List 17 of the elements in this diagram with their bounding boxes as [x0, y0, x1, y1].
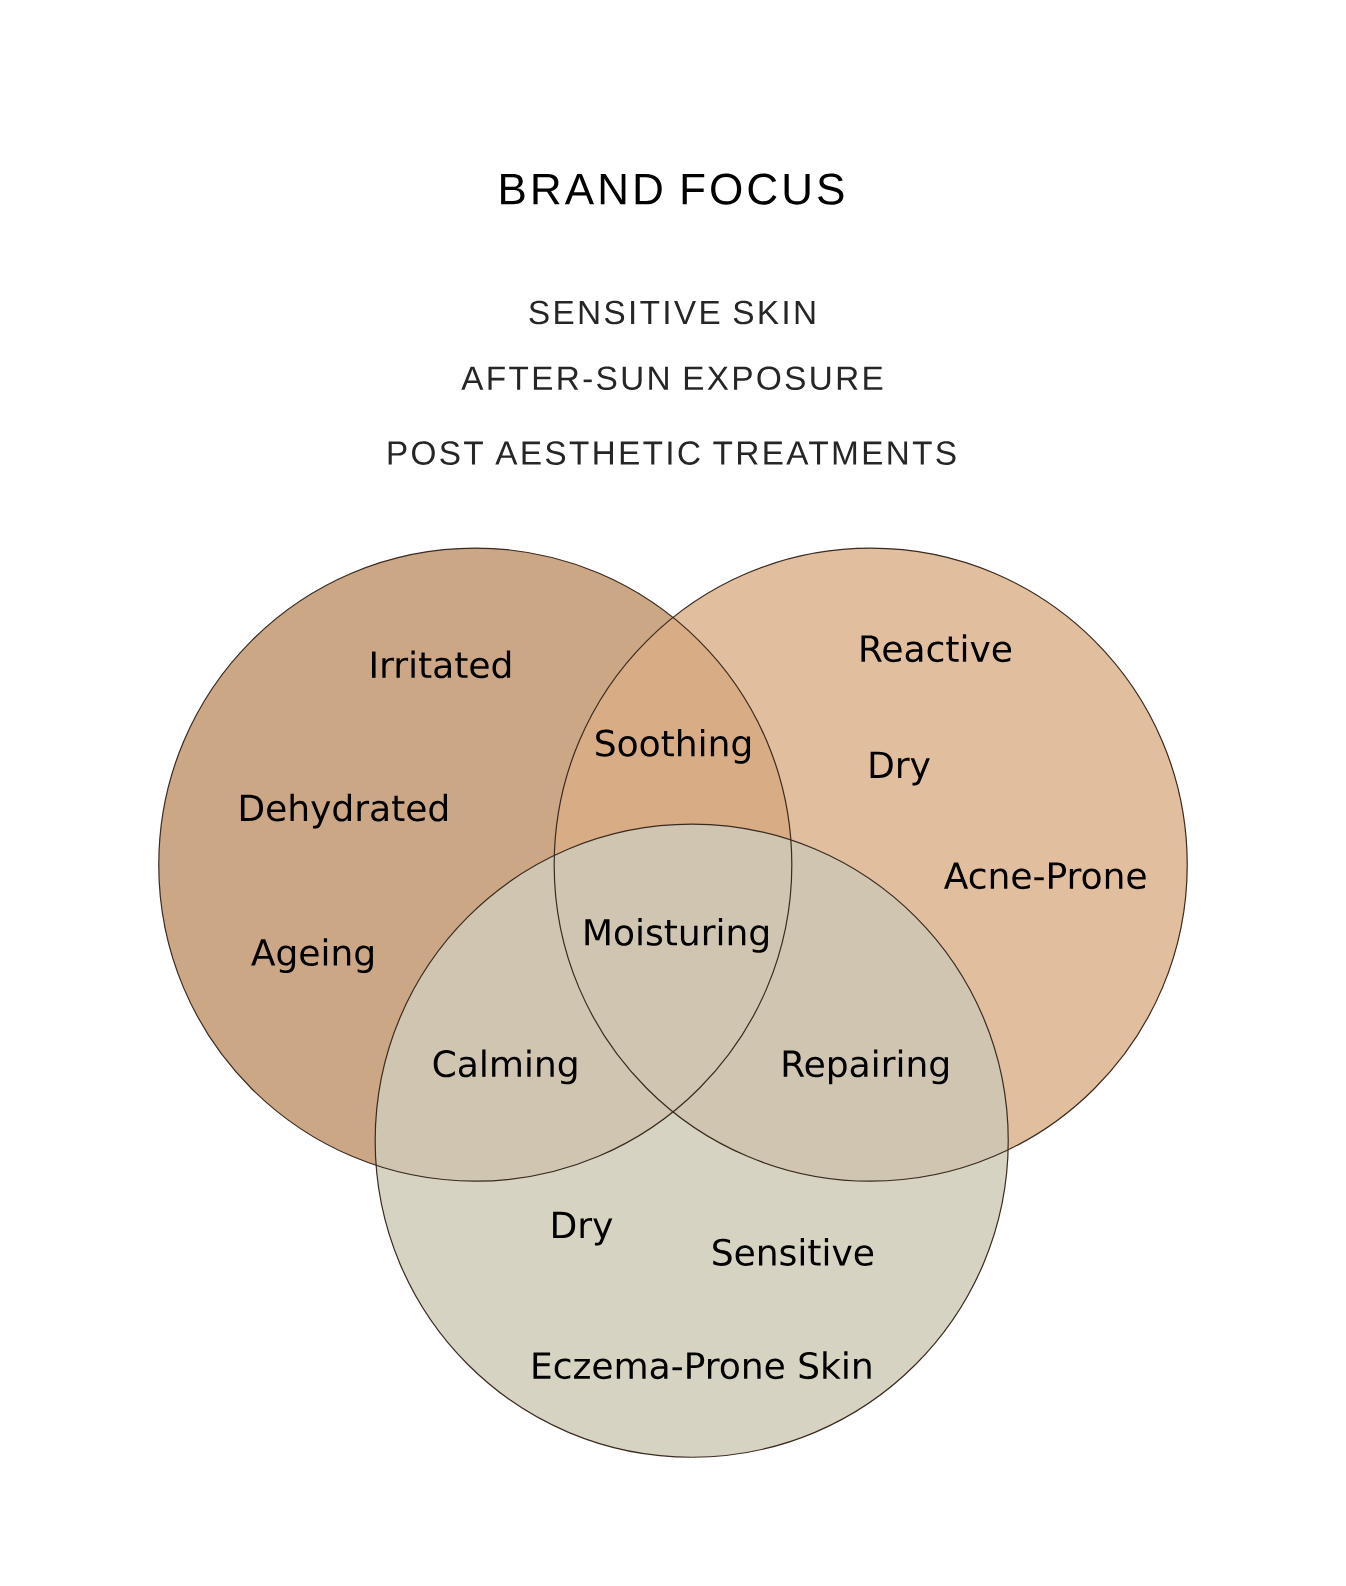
circle-label: Dry: [870, 751, 930, 786]
overlap-label: Calming: [433, 1049, 577, 1085]
subtitle: AFTER-SUN EXPOSURE: [461, 366, 883, 391]
circle-label: Sensitive: [713, 1238, 874, 1266]
overlap-label: Repairing: [783, 1049, 948, 1085]
circle-label: Reactive: [861, 634, 1012, 663]
circle-label: Eczema-Prone Skin: [533, 1351, 871, 1380]
overlap-label: Moisturing: [585, 918, 768, 953]
title: BRAND FOCUS: [501, 173, 844, 205]
subtitle: SENSITIVE SKIN: [529, 300, 815, 325]
circle-label: Acne-Prone: [944, 862, 1146, 890]
overlap-label: Soothing: [596, 728, 751, 764]
circle-label: Irritated: [372, 650, 511, 679]
circle-label: Ageing: [251, 938, 373, 974]
circle-label: Dry: [553, 1211, 613, 1246]
subtitle: POST AESTHETIC TREATMENTS: [388, 441, 956, 465]
circle-label: Dehydrated: [240, 793, 447, 829]
